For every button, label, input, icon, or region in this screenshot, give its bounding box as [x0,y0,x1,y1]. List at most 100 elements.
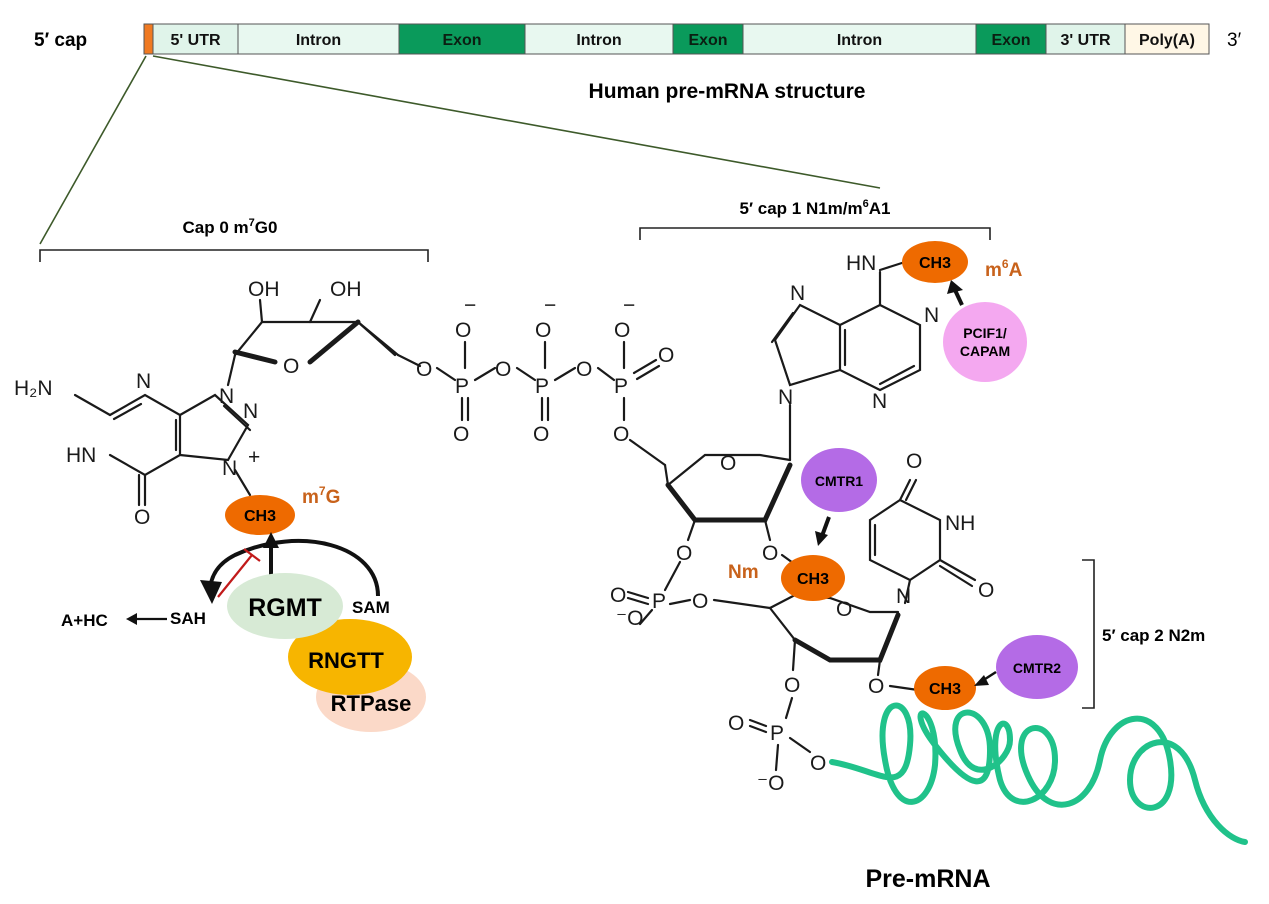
atom-o-p1-bottom: O [453,423,469,446]
atom-o-p2-top: O [535,319,551,342]
cap2-label: 5′ cap 2 N2m [1102,626,1205,645]
sah-inhibition-bar [243,548,261,562]
m7g-guanine: H₂N N HN O N N N + [14,353,260,529]
atom-oh-3: OH [330,278,362,301]
atom-o-link2: O [495,358,511,381]
methyl-transfer-arrowhead [263,532,279,548]
atom-n1-ade: N [924,304,939,327]
atom-p5: P [770,722,784,745]
ribose-3: O O O P O ⁻O O [728,593,920,795]
ribose-2: O O O P O ⁻O O [610,452,802,630]
atom-neg1: − [464,294,476,317]
atom-n-ring: N [243,400,258,423]
rgmt-enzyme [227,573,343,639]
sah-label: SAH [170,609,206,628]
atom-o-p4-left: O [610,584,626,607]
atom-n1: N [136,370,151,393]
rngtt-enzyme [288,619,412,695]
m6a-label: m6A [985,257,1023,281]
atom-o-2-ribose2: O [762,542,778,565]
atom-p3: P [614,375,628,398]
ch3-nm1-label: CH3 [797,571,829,588]
atom-o-ring1: O [283,355,299,378]
cmtr2-label: CMTR2 [1013,660,1061,676]
cap0-bracket: Cap 0 m7G0 [39,217,429,262]
pcif1-label: PCIF1/ [963,325,1007,341]
atom-o-2-ribose3: O [868,675,884,698]
atom-o-p3-right: O [658,344,674,367]
rgmt-label: RGMT [248,594,322,622]
zoom-line-right [152,55,881,189]
segment-label-exon: Exon [991,32,1030,49]
ribose-1: OH OH O [232,278,422,378]
atom-plus: + [248,446,260,469]
atom-n9-ade: N [778,386,793,409]
ch3-m7g [225,495,295,535]
atom-nh-uracil: NH [945,512,975,535]
cmtr2-arrowhead [974,675,989,686]
atom-o-3-ribose3: O [784,674,800,697]
atom-n3-ade: N [872,390,887,413]
atom-o-link3: O [576,358,592,381]
cap0-label: Cap 0 m7G0 [183,217,278,237]
cmtr1-arrowhead [815,531,828,546]
atom-o-ring3: O [836,598,852,621]
ch3-m7g-label: CH3 [244,508,276,525]
segment-polya [1124,23,1210,55]
cmtr1-label: CMTR1 [815,473,863,489]
rngtt-label: RNGTT [308,648,384,673]
capam-label: CAPAM [960,343,1010,359]
atom-o-uracil-right: O [978,579,994,602]
pcif1-arrowhead [947,280,963,294]
ch3-m6a-label: CH3 [919,255,951,272]
cap-box [143,23,154,55]
zoom-line-left [39,55,147,245]
ch3-nm1 [781,555,845,601]
premrna-title: Human pre-mRNA structure [589,80,866,103]
atom-oh-2: OH [248,278,280,301]
cap1-bracket: 5′ cap 1 N1m/m6A1 [639,198,991,240]
atom-p1: P [455,375,469,398]
uracil: O NH O N [868,450,994,608]
cap2-bracket: 5′ cap 2 N2m [1082,559,1205,709]
pcif1-capam-enzyme [943,302,1027,382]
segment-label-intron: Intron [296,32,341,49]
atom-p2: P [535,375,549,398]
segment-utr [152,23,239,55]
atom-o-p4-right: O [692,590,708,613]
m7g-label: m7G [302,484,340,508]
atom-o-3-ribose2: O [676,542,692,565]
atom-p4: P [652,590,666,613]
atom-hn: HN [66,444,96,467]
nm-label: Nm [728,562,759,583]
atom-n1-uracil: N [896,585,911,608]
three-prime-label: 3′ [1227,30,1242,51]
atom-o-p5-neg: ⁻O [757,772,784,795]
sam-label: SAM [352,598,390,617]
atom-o-p5-right: O [810,752,826,775]
segment-label-exon: Exon [442,32,481,49]
atom-o-p2-bottom: O [533,423,549,446]
ch3-nm2 [914,666,976,710]
segment-exon [975,23,1047,55]
segment-exon [398,23,526,55]
atom-o-p1-top: O [455,319,471,342]
atom-o-p4-neg: ⁻O [616,607,643,630]
atom-o-p5-left: O [728,712,744,735]
sah-product-arrowhead [126,613,137,625]
premrna-label: Pre-mRNA [865,865,990,893]
atom-n7-ade: N [790,282,805,305]
triphosphate: O P O − O O P O − O O P O − O O [416,294,674,467]
segment-label-utr: 3' UTR [1060,32,1110,49]
segment-exon [672,23,744,55]
cap1-label: 5′ cap 1 N1m/m6A1 [740,198,891,218]
cycle-arrowhead [200,580,222,604]
atom-neg2: − [544,294,556,317]
atom-o-p3-top: O [614,319,630,342]
atom-h2n: H₂N [14,377,52,400]
atom-o-ring2: O [720,452,736,475]
premrna-strand [829,702,1248,845]
